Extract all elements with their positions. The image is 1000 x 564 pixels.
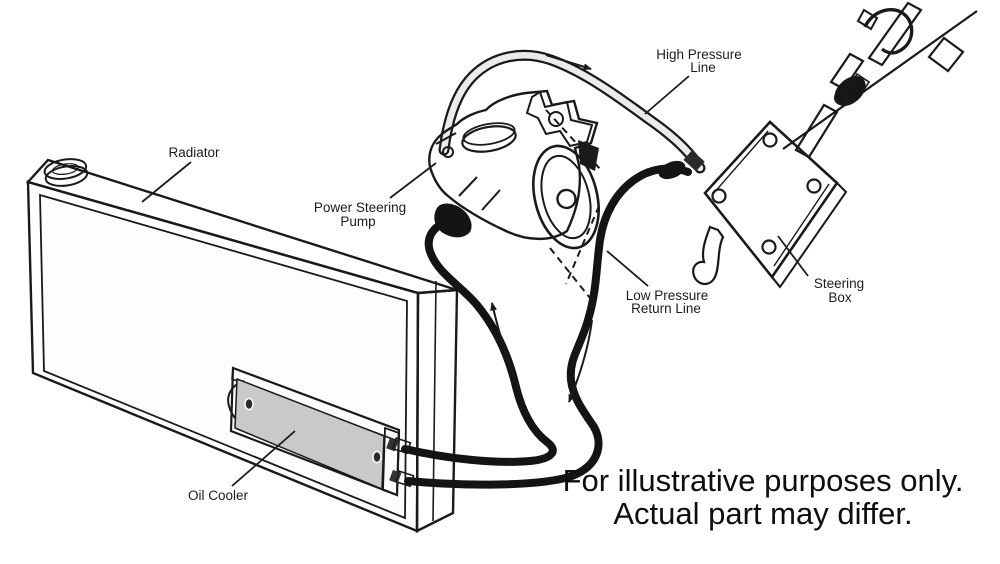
tube-nut xyxy=(683,150,705,172)
steering-box-label-line2: Box xyxy=(828,290,852,305)
disclaimer-line2: Actual part may differ. xyxy=(613,496,912,531)
pump-reservoir-cap-base xyxy=(461,125,517,153)
pump-leader-line xyxy=(389,162,437,199)
oil-cooler-mesh xyxy=(234,377,385,491)
oil-cooler-end-cap xyxy=(382,426,400,497)
oil-cooler-graphic xyxy=(227,366,401,497)
high-pressure-tube-fill xyxy=(440,52,704,172)
high-pressure-line-graphic xyxy=(438,49,706,180)
oil-cooler-leader-line xyxy=(231,430,296,487)
steering-box-plate xyxy=(703,120,839,280)
high-pressure-leader-line xyxy=(644,75,690,115)
pump-body-creases xyxy=(435,132,501,211)
radiator-front-face xyxy=(26,180,420,533)
dashed-line-1 xyxy=(545,109,602,171)
column-clamp xyxy=(863,8,914,55)
low-pressure-label-line1: Low Pressure xyxy=(626,288,709,303)
steering-box-label-line1: Steering xyxy=(814,276,864,291)
oil-cooler-bolt-left xyxy=(244,397,254,411)
cooler-fitting-lower xyxy=(394,470,415,488)
power-steering-pump-graphic xyxy=(428,89,600,250)
pump-feed-hose xyxy=(401,218,557,466)
steering-shaft-upper xyxy=(867,1,923,67)
low-pressure-return-hose xyxy=(404,164,692,489)
universal-joint-yoke xyxy=(848,72,871,96)
pump-label-line1: Power Steering xyxy=(314,200,406,215)
column-bracket xyxy=(927,36,965,73)
disclaimer-line1: For illustrative purposes only. xyxy=(563,463,964,498)
radiator-leader-line xyxy=(141,161,192,203)
box-bolt-left xyxy=(711,188,727,204)
box-bolt-right xyxy=(806,178,822,194)
flow-arrows xyxy=(490,54,593,403)
pump-bracket-bolt xyxy=(548,111,564,127)
flow-arrow-to-cooler xyxy=(568,319,593,403)
pump-body xyxy=(428,89,599,241)
steering-box-graphic xyxy=(692,120,848,289)
oil-cooler-core xyxy=(235,379,384,489)
universal-joint xyxy=(834,76,866,106)
pump-ear-detail xyxy=(578,140,599,171)
pump-outlet-fitting xyxy=(434,203,472,238)
pump-reservoir-cap xyxy=(462,122,516,146)
disclaimer-text: For illustrative purposes only. Actual p… xyxy=(563,463,964,531)
steering-box-bevel-lines xyxy=(712,130,830,267)
universal-joint-bolt xyxy=(834,91,848,105)
oil-cooler-bolt-right xyxy=(372,450,382,464)
labels: Radiator Power Steering Pump High Pressu… xyxy=(168,47,864,503)
oil-cooler-label: Oil Cooler xyxy=(188,488,249,503)
high-pressure-label-line1: High Pressure xyxy=(656,47,742,62)
pitman-arm xyxy=(692,225,725,286)
box-bolt-top xyxy=(762,132,778,148)
low-pressure-leader-line xyxy=(606,250,649,287)
low-pressure-label-line2: Return Line xyxy=(631,301,701,316)
column-support-line xyxy=(782,10,978,150)
oil-cooler-fittings xyxy=(386,437,415,488)
cooler-fitting-upper xyxy=(391,437,412,455)
pump-nose-bolt xyxy=(442,146,454,158)
steering-column-graphic xyxy=(782,1,978,159)
flow-arrow-high-pressure xyxy=(545,54,592,71)
dashed-line-3 xyxy=(549,247,591,299)
pump-pulley xyxy=(532,144,600,250)
flow-arrow-return-to-pump xyxy=(490,302,521,395)
high-pressure-label-line2: Line xyxy=(690,60,716,75)
radiator-cap xyxy=(43,158,89,187)
leader-lines xyxy=(141,75,809,487)
box-bolt-bottom xyxy=(761,239,777,255)
pump-label-line2: Pump xyxy=(340,214,375,229)
steering-box-leader-line xyxy=(777,235,809,277)
radiator-mesh xyxy=(39,193,408,520)
hose-connector-blob xyxy=(658,160,686,180)
radiator-label: Radiator xyxy=(168,145,220,160)
hoses xyxy=(401,164,692,489)
pump-mount-bracket xyxy=(525,90,594,148)
